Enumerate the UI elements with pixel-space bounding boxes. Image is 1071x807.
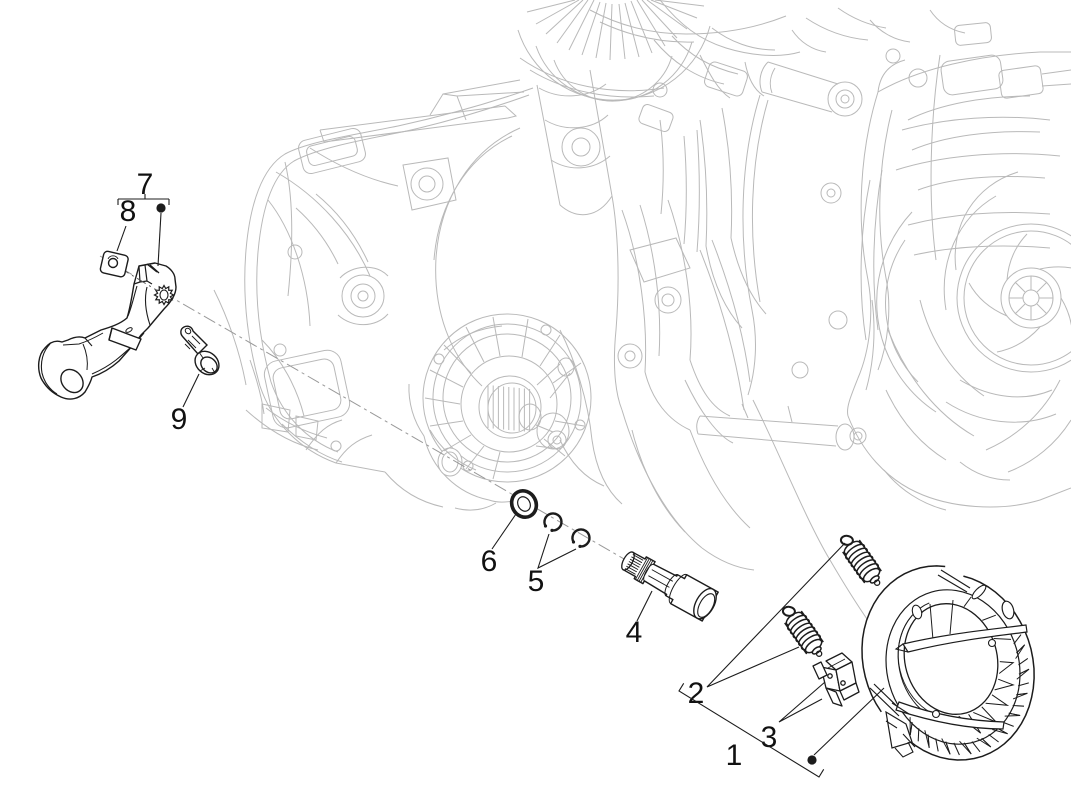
svg-text:3: 3 xyxy=(761,721,778,754)
svg-text:5: 5 xyxy=(528,565,545,598)
svg-text:1: 1 xyxy=(726,739,743,772)
svg-text:8: 8 xyxy=(120,195,137,228)
svg-text:2: 2 xyxy=(688,677,705,710)
svg-text:7: 7 xyxy=(137,168,154,201)
svg-text:9: 9 xyxy=(171,403,188,436)
svg-text:6: 6 xyxy=(481,545,498,578)
svg-text:4: 4 xyxy=(626,616,643,649)
